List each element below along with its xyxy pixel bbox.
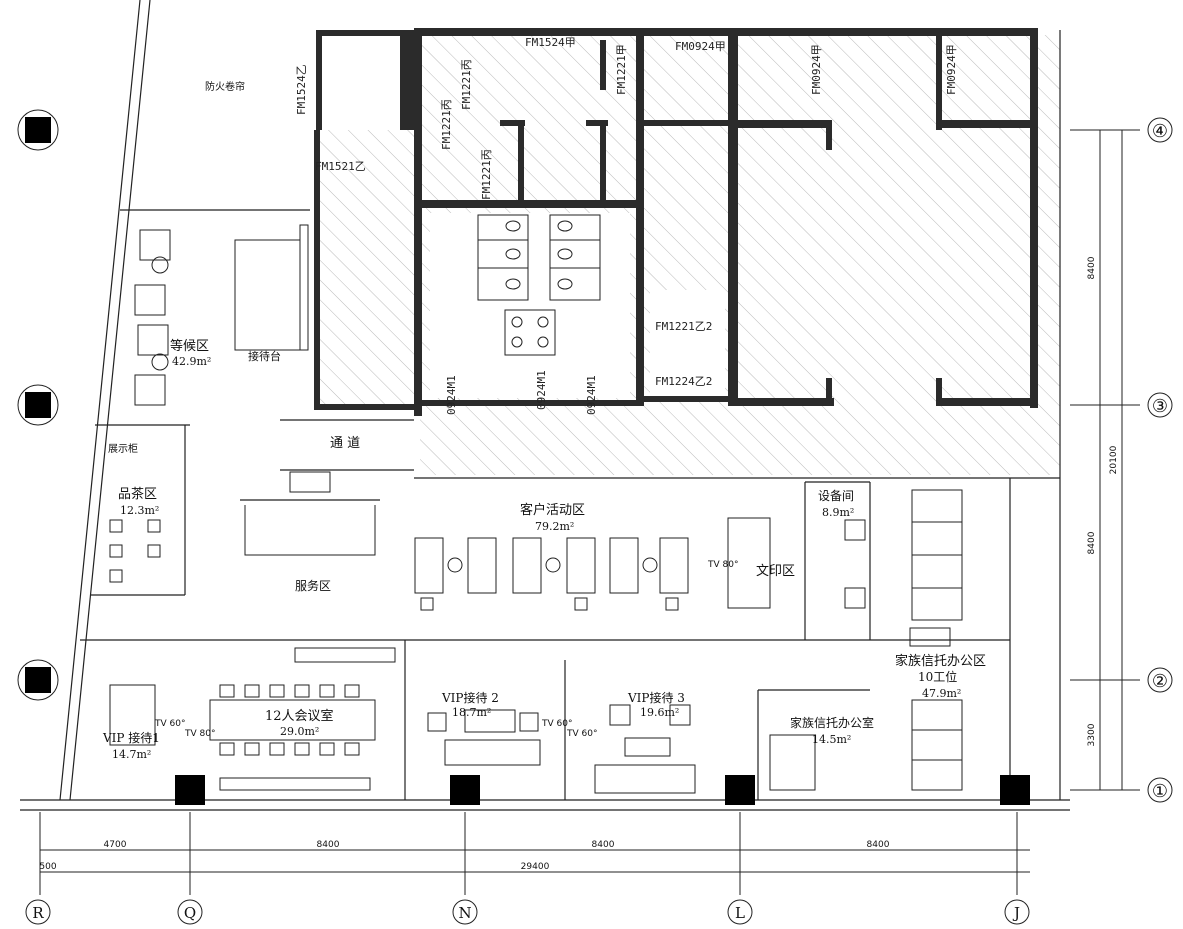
axis-label-n: N bbox=[458, 904, 471, 922]
hatched-zones bbox=[318, 35, 1060, 475]
door-fm1524-top: FM1524甲 bbox=[525, 36, 576, 49]
axis-columns-left bbox=[17, 109, 59, 701]
label-meeting: 12人会议室 bbox=[265, 708, 334, 724]
area-meeting: 29.0m² bbox=[280, 725, 319, 738]
label-waiting: 等候区 bbox=[170, 338, 209, 354]
axis-label-r: R bbox=[32, 904, 44, 922]
label-equipment: 设备间 bbox=[818, 489, 854, 503]
area-vip2: 18.7m² bbox=[452, 706, 491, 719]
tv-print: TV 80° bbox=[707, 560, 738, 570]
axis-label-3: ③ bbox=[1152, 396, 1168, 417]
area-tea: 12.3m² bbox=[120, 504, 159, 517]
door-fm0924-b: FM0924甲 bbox=[810, 44, 823, 95]
tv-meeting: TV 80° bbox=[184, 729, 215, 739]
label-service: 服务区 bbox=[295, 578, 331, 593]
door-fm0924-c: FM0924甲 bbox=[945, 44, 958, 95]
label-fire-shutter: 防火卷帘 bbox=[205, 80, 245, 93]
label-vip2: VIP接待 2 bbox=[441, 690, 499, 705]
label-trust-office: 家族信托办公室 bbox=[790, 715, 874, 730]
dim-right-8400-b: 8400 bbox=[1087, 531, 1097, 554]
workstations bbox=[909, 489, 963, 791]
label-corridor: 通 道 bbox=[330, 436, 360, 451]
area-trust-office: 14.5m² bbox=[812, 733, 851, 746]
door-m0924-b: 0924M1 bbox=[535, 370, 548, 410]
dimension-lines bbox=[39, 129, 1140, 895]
dim-8400-c: 8400 bbox=[867, 840, 890, 850]
tv-vip3: TV 60° bbox=[566, 729, 597, 739]
counters bbox=[109, 224, 866, 609]
label-reception: 接待台 bbox=[248, 349, 281, 363]
axis-label-1: ① bbox=[1152, 781, 1168, 802]
tv-vip2: TV 60° bbox=[541, 719, 572, 729]
vip-sofas bbox=[109, 684, 816, 794]
label-vip3: VIP接待 3 bbox=[627, 690, 685, 705]
area-trust-area: 47.9m² bbox=[922, 687, 961, 700]
dim-29400: 29400 bbox=[521, 862, 550, 872]
activity-furniture bbox=[414, 537, 689, 611]
meeting-table bbox=[209, 647, 396, 791]
door-fm1224-e: FM1224乙2 bbox=[655, 375, 712, 388]
area-activity: 79.2m² bbox=[535, 520, 574, 533]
door-fm1524-a: FM1524乙 bbox=[295, 64, 308, 115]
door-m0924-c: 0924M1 bbox=[585, 375, 598, 415]
door-fm1221-c: FM1221丙 bbox=[480, 149, 493, 200]
axis-label-l: L bbox=[735, 904, 745, 922]
dim-right-3300: 3300 bbox=[1087, 723, 1097, 746]
dim-right-8400-a: 8400 bbox=[1087, 256, 1097, 279]
door-fm1221-b: FM1221丙 bbox=[460, 59, 473, 110]
door-fm0924-top: FM0924甲 bbox=[675, 40, 726, 53]
label-vip1: VIP 接待1 bbox=[102, 730, 160, 745]
dim-right-total: 20100 bbox=[1109, 445, 1119, 474]
columns bbox=[175, 775, 1030, 805]
label-activity: 客户活动区 bbox=[520, 502, 585, 518]
axis-label-j: J bbox=[1012, 904, 1020, 922]
axis-label-q: Q bbox=[184, 904, 196, 922]
toilet-block bbox=[477, 214, 601, 356]
door-m0924-a: 0924M1 bbox=[445, 375, 458, 415]
seats-trust-area: 10工位 bbox=[918, 669, 957, 684]
area-vip3: 19.6m² bbox=[640, 706, 679, 719]
label-display: 展示柜 bbox=[108, 442, 138, 455]
dim-8400-a: 8400 bbox=[317, 840, 340, 850]
axis-label-2: ② bbox=[1152, 671, 1168, 692]
door-fm1521-a: FM1521乙 bbox=[315, 160, 366, 173]
area-waiting: 42.9m² bbox=[172, 355, 211, 368]
label-trust-area: 家族信托办公区 bbox=[895, 653, 986, 669]
dim-4700: 4700 bbox=[104, 840, 127, 850]
door-fm1221-a: FM1221丙 bbox=[440, 99, 453, 150]
tv-vip1: TV 60° bbox=[154, 719, 185, 729]
axis-bubbles bbox=[25, 117, 1173, 925]
dim-8400-b: 8400 bbox=[592, 840, 615, 850]
label-print: 文印区 bbox=[756, 564, 795, 579]
axis-label-4: ④ bbox=[1152, 121, 1168, 142]
core-walls bbox=[314, 28, 1038, 416]
area-equipment: 8.9m² bbox=[822, 506, 854, 519]
door-fm1221-d: FM1221甲 bbox=[615, 44, 628, 95]
label-tea: 品茶区 bbox=[118, 486, 157, 502]
dim-500: 500 bbox=[39, 862, 56, 872]
area-vip1: 14.7m² bbox=[112, 748, 151, 761]
door-fm1221-e: FM1221乙2 bbox=[655, 320, 712, 333]
